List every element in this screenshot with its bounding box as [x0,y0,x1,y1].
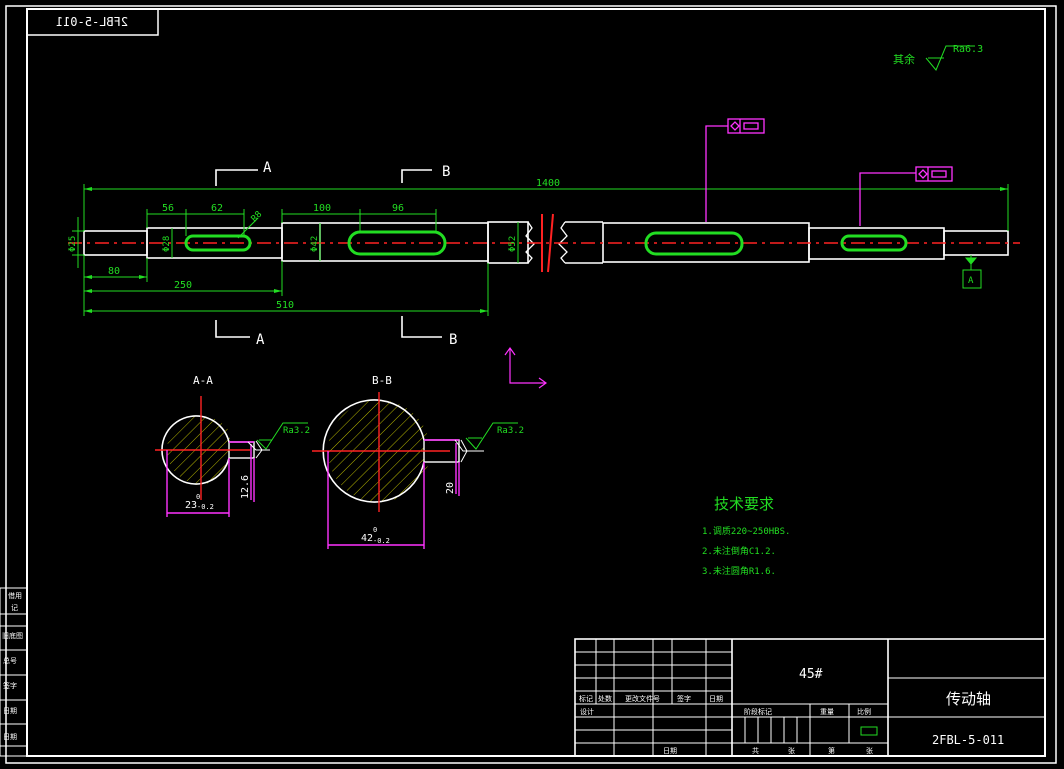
bb-depth-dim: 20 [445,482,456,494]
bb-tol-lower: -0.2 [373,537,390,545]
sheet-label: 共 [752,746,759,755]
corner-code: 2FBL-5-011 [56,15,128,29]
dim-phi28: Φ28 [162,236,172,252]
strip-label: 旧底图 [2,631,23,640]
section-a-top: A [263,160,272,176]
tech-req-title: 技术要求 [714,495,774,513]
datum-a-label: A [968,276,974,286]
tolerance-callout-2 [859,166,953,226]
section-b-top: B [442,164,450,180]
dim-96: 96 [392,203,404,214]
design-label: 设计 [580,707,594,716]
sheet-label: 张 [866,746,873,755]
corner-code-box [26,8,159,36]
dim-56: 56 [162,203,174,214]
stage-header: 重量 [820,708,834,716]
break-markers [541,213,554,273]
sheet-label: 第 [828,746,835,755]
dim-250: 250 [174,280,192,291]
ucs-icon [504,346,548,389]
roughness-other: 其余 Ra6.3 [893,44,983,71]
aa-tol-upper: 0 [196,493,200,501]
scale-box [860,726,878,736]
strip-label: 日期 [3,733,17,741]
title-block [574,638,1046,757]
dimension-arrows [84,187,1008,313]
strip-label: 借用 [8,591,22,600]
sheet-label: 张 [788,746,795,755]
outer-frame [5,5,1057,764]
tolerance-callout-1 [705,118,765,222]
tech-req-item: 1.调质220~250HBS. [702,525,790,537]
strip-label: 日期 [3,707,17,715]
dim-r8: R8 [250,210,265,225]
aa-width-dim: 23 [185,500,197,511]
strip-label: 记 [11,604,18,612]
aa-depth-dim: 12.6 [240,475,251,499]
roughness-other-prefix: 其余 [893,52,915,66]
rev-header: 签字 [677,694,691,703]
keyways [184,230,908,256]
section-aa [155,396,308,517]
keyway-2 [347,230,447,256]
roughness-other-value: Ra6.3 [953,44,983,55]
bb-roughness: Ra3.2 [497,426,524,436]
bb-width-dim: 42 [361,533,373,544]
break-lines [525,221,568,264]
tech-req-item: 3.未注圆角R1.6. [702,565,776,577]
rev-header: 处数 [598,694,612,703]
rev-header: 日期 [709,695,723,703]
dimensions [72,184,1009,316]
section-a-bottom: A [256,332,265,348]
dim-phi42: Φ42 [310,236,320,252]
aa-roughness: Ra3.2 [283,426,310,436]
datum-a [962,255,982,289]
dim-510: 510 [276,300,294,311]
aa-tol-lower: -0.2 [197,503,214,511]
dim-62: 62 [211,203,223,214]
section-bb [312,392,518,549]
rev-header: 标记 [579,694,593,703]
bb-tol-upper: 0 [373,526,377,534]
keyway-3 [644,231,744,256]
rev-header: 更改文件号 [625,694,660,703]
strip-label: 签字 [3,681,17,690]
section-b-bottom: B [449,332,457,348]
dim-phi52: Φ52 [508,236,518,252]
keyway-1 [184,234,252,252]
review-date: 日期 [663,747,677,755]
section-cut-markers [215,169,442,338]
dim-100: 100 [313,203,331,214]
section-aa-title: A-A [193,374,213,387]
drawing-number: 2FBL-5-011 [932,733,1004,747]
keyway-4 [840,234,908,252]
material: 45# [799,667,823,682]
stage-header: 比例 [857,707,871,716]
dim-80: 80 [108,266,120,277]
strip-label: 总号 [3,656,17,665]
section-bb-title: B-B [372,374,392,387]
inner-frame [26,8,1046,757]
part-name: 传动轴 [946,690,991,708]
tech-req-item: 2.未注倒角C1.2. [702,545,776,557]
stage-header: 阶段标记 [744,707,772,716]
left-strip: 借用 记 旧底图 总号 签字 日期 日期 [0,587,28,757]
dim-phi25: Φ25 [68,236,78,252]
dim-overall: 1400 [536,178,560,189]
